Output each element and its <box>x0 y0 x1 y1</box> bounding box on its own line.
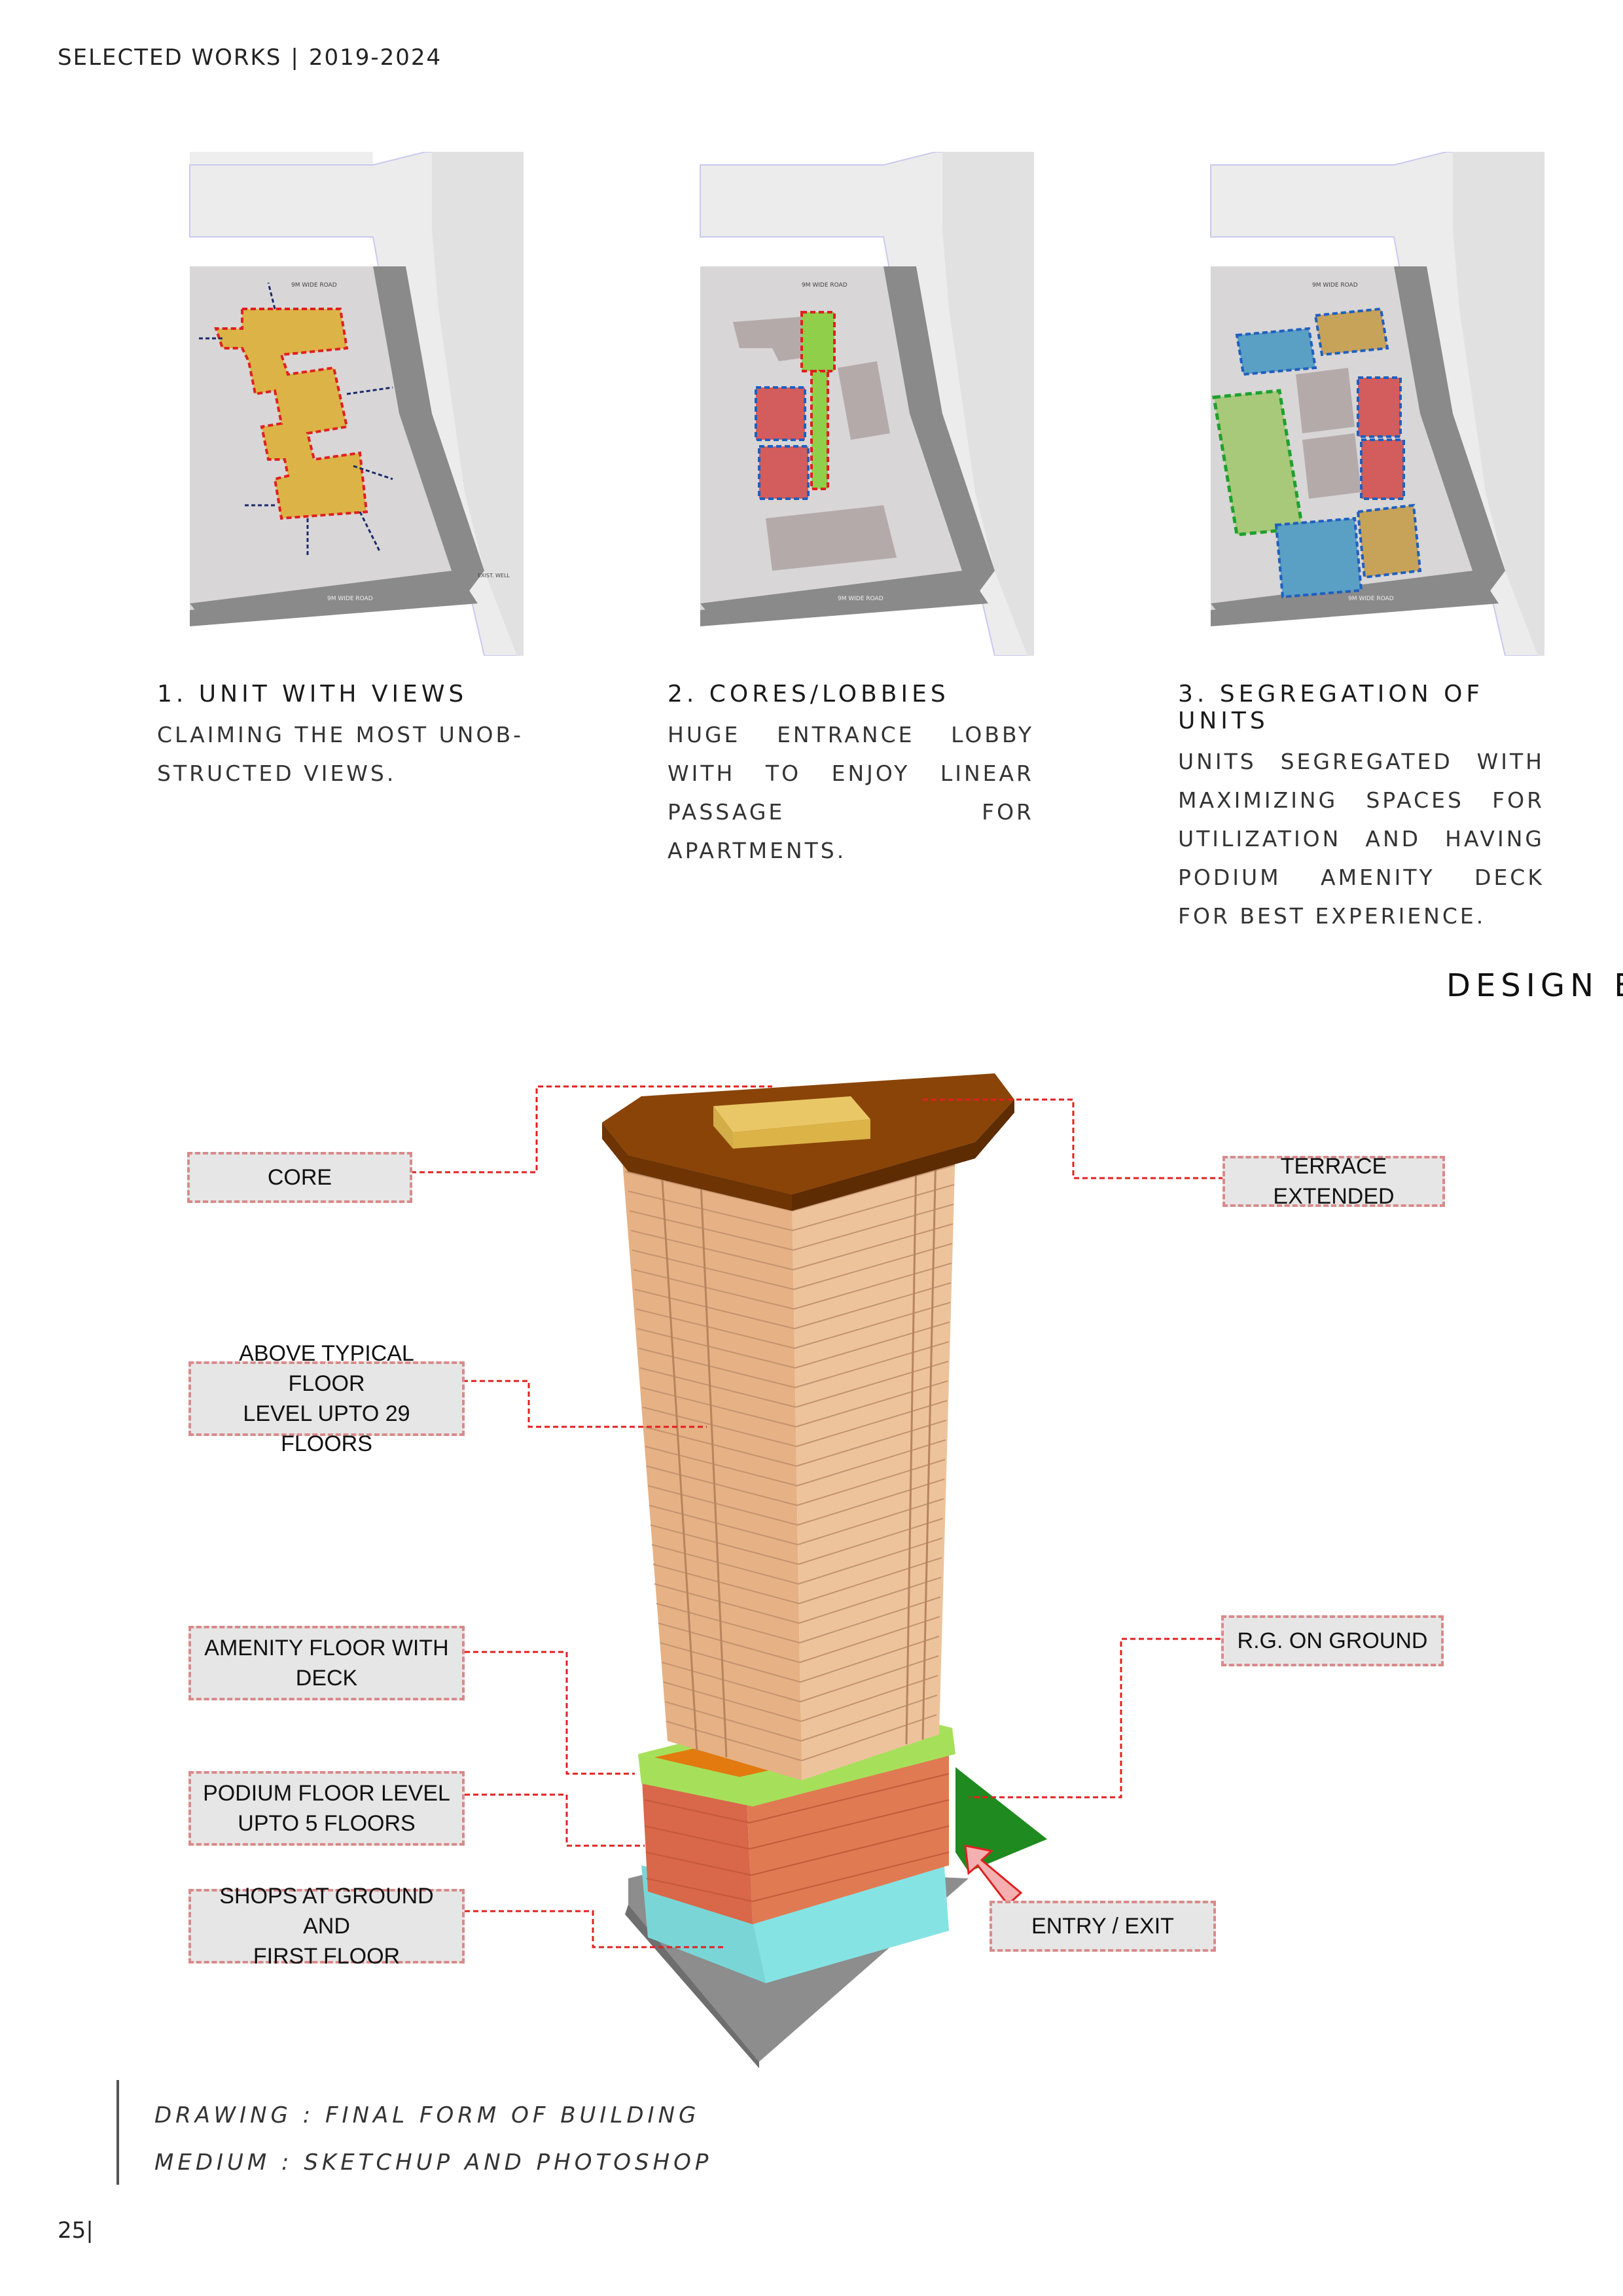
site-plan-cores: 9M WIDE ROAD 9M WIDE ROAD <box>687 152 1034 656</box>
header-title: SELECTED WORKS <box>58 45 282 71</box>
footnote-medium: MEDIUM : SKETCHUP AND PHOTOSHOP <box>154 2149 713 2176</box>
step-1-body: CLAIMING THE MOST UNOB-STRUCTED VIEWS. <box>157 722 524 786</box>
step-3-body: UNITS SEGREGATED WITH MAXIMIZING SPACES … <box>1178 749 1544 929</box>
label-typical-floor-line-2: LEVEL UPTO 29 FLOORS <box>243 1401 410 1456</box>
page-header: SELECTED WORKS | 2019-2024 <box>58 45 442 71</box>
label-amenity-floor: AMENITY FLOOR WITH DECK <box>188 1626 465 1700</box>
label-core: CORE <box>187 1152 412 1203</box>
label-terrace-extended: TERRACE EXTENDED <box>1222 1154 1445 1209</box>
road-bottom-label: 9M WIDE ROAD <box>327 596 373 602</box>
site-plan-segregation-drawing: 9M WIDE ROAD 9M WIDE ROAD <box>1210 152 1544 656</box>
exist-well-label: EXIST. WELL <box>478 573 510 579</box>
label-shops-line-2: FIRST FLOOR <box>253 1944 401 1969</box>
building-axonometric-drawing <box>411 1073 1224 2068</box>
step-2-caption: 2. CORES/LOBBIES HUGE ENTRANCE LOBBY WIT… <box>668 681 1034 870</box>
step-1-caption: 1. UNIT WITH VIEWS CLAIMING THE MOST UNO… <box>157 681 524 793</box>
label-podium-floor-line-2: UPTO 5 FLOORS <box>238 1811 416 1836</box>
footnote-drawing: DRAWING : FINAL FORM OF BUILDING <box>154 2102 700 2128</box>
header-years: 2019-2024 <box>308 45 442 71</box>
tower-mullions <box>660 1150 937 1758</box>
label-amenity-floor-line-2: DECK <box>295 1666 358 1691</box>
building-axonometric <box>0 1034 1623 2081</box>
section-title: DESIGN EV <box>1446 967 1623 1004</box>
header-separator: | <box>291 45 300 71</box>
step-3-caption: 3. SEGREGATION OF UNITS UNITS SEGREGATED… <box>1178 681 1544 935</box>
road-top-label: 9M WIDE ROAD <box>291 282 337 289</box>
site-plan-views-drawing: 9M WIDE ROAD 9M WIDE ROAD EXIST. WELL <box>189 152 524 656</box>
label-typical-floor: ABOVE TYPICAL FLOOR LEVEL UPTO 29 FLOORS <box>188 1341 465 1456</box>
label-podium-floor: PODIUM FLOOR LEVEL UPTO 5 FLOORS <box>188 1771 465 1846</box>
step-3-title: 3. SEGREGATION OF UNITS <box>1178 681 1484 734</box>
label-rg-on-ground: R.G. ON GROUND <box>1221 1615 1444 1666</box>
footnote-divider <box>116 2080 119 2185</box>
site-plan-views: 9M WIDE ROAD 9M WIDE ROAD EXIST. WELL <box>177 152 524 656</box>
step-1-title: 1. UNIT WITH VIEWS <box>157 681 468 708</box>
site-plan-cores-drawing: 9M WIDE ROAD 9M WIDE ROAD <box>700 152 1034 656</box>
label-shops: SHOPS AT GROUND AND FIRST FLOOR <box>188 1884 465 1969</box>
label-shops-line-1: SHOPS AT GROUND AND <box>219 1884 434 1939</box>
road-top-label: 9M WIDE ROAD <box>802 282 847 289</box>
step-2-body: HUGE ENTRANCE LOBBY WITH TO ENJOY LINEAR… <box>668 722 1034 863</box>
road-top-label: 9M WIDE ROAD <box>1312 282 1358 289</box>
podium-floor-lines <box>644 1773 950 1902</box>
label-amenity-floor-line-1: AMENITY FLOOR WITH <box>204 1636 449 1660</box>
road-bottom-label: 9M WIDE ROAD <box>838 596 883 602</box>
label-typical-floor-line-1: ABOVE TYPICAL FLOOR <box>239 1341 414 1396</box>
label-podium-floor-line-1: PODIUM FLOOR LEVEL <box>203 1781 450 1806</box>
site-plan-segregation: 9M WIDE ROAD 9M WIDE ROAD <box>1198 152 1544 656</box>
step-2-title: 2. CORES/LOBBIES <box>668 681 950 708</box>
leader-lines <box>411 1085 1224 1948</box>
road-bottom-label: 9M WIDE ROAD <box>1348 596 1394 602</box>
page-number: 25| <box>58 2217 94 2244</box>
label-entry-exit: ENTRY / EXIT <box>990 1901 1216 1952</box>
